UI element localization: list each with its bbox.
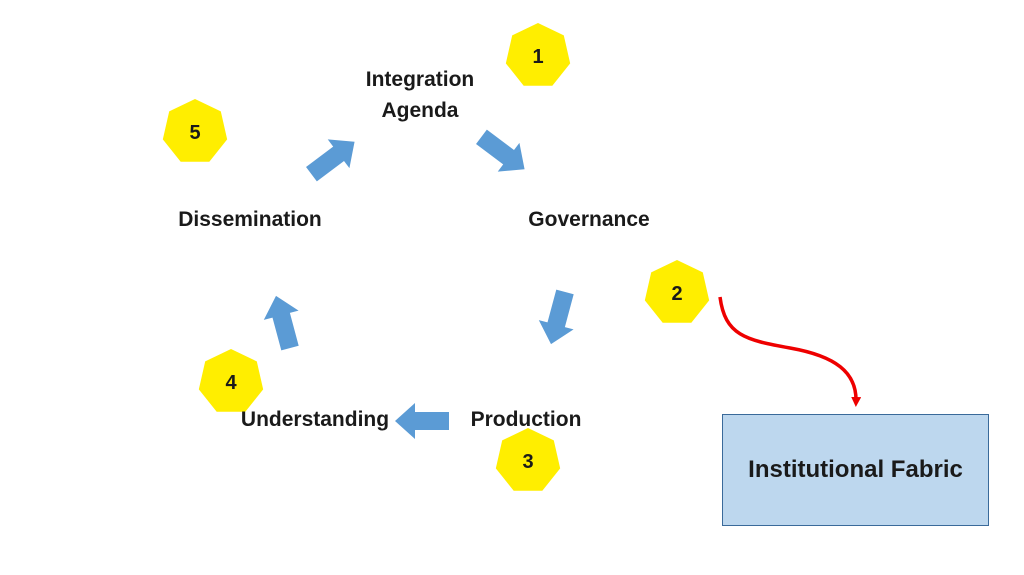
integration-line-2: Agenda — [381, 99, 459, 122]
heptagon-shape — [495, 428, 561, 491]
badge-2: 2 — [644, 260, 710, 323]
stage-label-integration-agenda: Integration Agenda — [340, 64, 500, 126]
arrow-production-to-understanding — [395, 403, 449, 439]
badge-number: 3 — [522, 451, 533, 473]
badge-number: 4 — [225, 372, 237, 394]
arrow-understanding-to-dissemination — [263, 295, 299, 351]
badge-number: 2 — [671, 283, 682, 305]
heptagon-shape — [198, 349, 264, 412]
heptagon-shape — [505, 23, 571, 86]
stage-label-production: Production — [470, 408, 582, 431]
badge-1: 1 — [505, 23, 571, 86]
arrow-dissemination-to-integration — [306, 139, 355, 182]
arrow-integration-to-governance — [476, 129, 525, 172]
stage-label-governance: Governance — [528, 208, 650, 231]
heptagon-shape — [644, 260, 710, 323]
institutional-fabric-box: Institutional Fabric — [722, 414, 989, 526]
badge-4: 4 — [198, 349, 264, 412]
connector-arrow-to-institutional-fabric — [718, 296, 862, 407]
badge-number: 5 — [189, 122, 200, 144]
heptagon-shape — [162, 99, 228, 162]
integration-line-1: Integration — [365, 68, 475, 91]
arrow-governance-to-production — [538, 289, 574, 345]
institutional-fabric-label: Institutional Fabric — [748, 456, 963, 483]
badge-3: 3 — [495, 428, 561, 491]
badge-number: 1 — [532, 46, 543, 68]
stage-label-dissemination: Dissemination — [178, 208, 322, 231]
stage-label-understanding: Understanding — [240, 408, 390, 431]
badge-5: 5 — [162, 99, 228, 162]
